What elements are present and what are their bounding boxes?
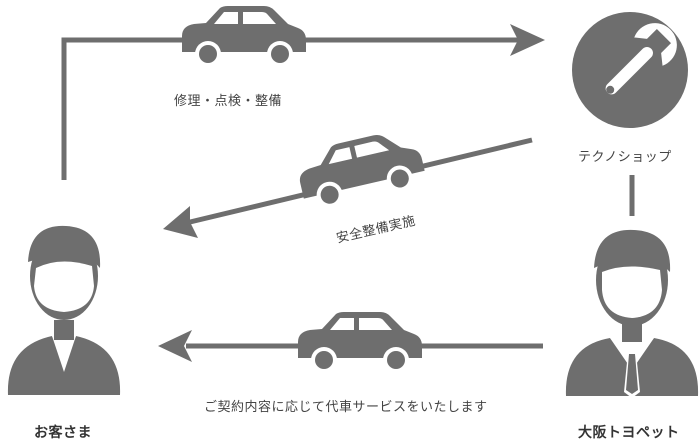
car-icon bbox=[293, 125, 429, 214]
repair-label: 修理・点検・整備 bbox=[174, 94, 283, 109]
shop-label: テクノショップ bbox=[578, 150, 672, 165]
arrow-to-shop bbox=[61, 24, 545, 180]
customer-person-icon bbox=[7, 225, 121, 395]
customer-label: お客さま bbox=[34, 425, 92, 441]
car-icon bbox=[182, 6, 306, 67]
dealer-label: 大阪トヨペット bbox=[578, 425, 680, 441]
car-icon bbox=[298, 312, 422, 373]
wrench-icon bbox=[572, 12, 688, 128]
rental-label: ご契約内容に応じて代車サービスをいたします bbox=[204, 400, 488, 415]
dealer-person-icon bbox=[565, 229, 699, 398]
